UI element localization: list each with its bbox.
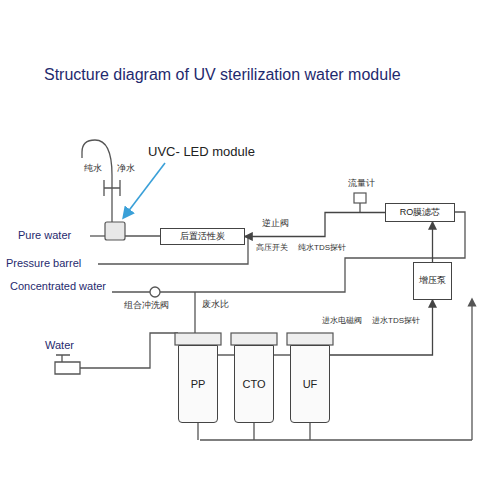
uvc-led-module bbox=[105, 222, 125, 240]
filter-cartridge: 后置活性炭 bbox=[160, 228, 245, 245]
flow-meter-pipe bbox=[359, 203, 360, 212]
pipe-connector bbox=[274, 354, 290, 355]
waste-ratio-pipe bbox=[194, 292, 195, 333]
outlet-label: 净水 bbox=[117, 163, 135, 173]
node-text: CTO bbox=[239, 378, 268, 390]
port-label: Water bbox=[45, 339, 74, 352]
pipe-connector bbox=[218, 354, 234, 355]
node-text: 后置活性炭 bbox=[177, 232, 228, 242]
pipe-connector bbox=[432, 222, 433, 262]
node-text: PP bbox=[188, 378, 209, 390]
filter-housing: UF bbox=[290, 345, 330, 423]
filter-cap bbox=[175, 333, 221, 345]
callout-label: UVC- LED module bbox=[148, 145, 255, 160]
pipe-connector bbox=[330, 300, 433, 355]
membrane-cartridge: RO膜滤芯 bbox=[385, 203, 455, 222]
faucet-spout bbox=[82, 140, 112, 175]
concentrate-pipe bbox=[160, 212, 465, 292]
pure-water-pipe bbox=[90, 235, 105, 236]
part-label: 高压开关 bbox=[256, 243, 288, 252]
filter-drains bbox=[198, 423, 310, 440]
diagram-title: Structure diagram of UV sterilization wa… bbox=[44, 66, 401, 84]
node-text: RO膜滤芯 bbox=[397, 208, 444, 218]
part-label: 流量计 bbox=[348, 178, 375, 188]
part-label: 纯水TDS探针 bbox=[298, 243, 346, 252]
filter-housing: CTO bbox=[234, 345, 274, 423]
port-label: Pure water bbox=[18, 229, 71, 242]
part-label: 进水TDS探针 bbox=[372, 316, 420, 325]
concentrate-outlet bbox=[112, 291, 150, 292]
inlet-tap-handle bbox=[56, 355, 70, 362]
flow-meter bbox=[354, 193, 366, 203]
faucet-handles bbox=[104, 180, 120, 196]
part-label: 废水比 bbox=[202, 299, 229, 309]
bottom-pipe bbox=[200, 439, 472, 440]
pipe-connector bbox=[245, 213, 385, 237]
part-label: 进水电磁阀 bbox=[322, 316, 362, 325]
inlet-pipe bbox=[80, 333, 178, 368]
node-text: UF bbox=[300, 378, 321, 390]
port-label: Concentrated water bbox=[10, 280, 110, 293]
pump-box: 增压泵 bbox=[413, 262, 452, 300]
node-text: 增压泵 bbox=[416, 276, 449, 286]
pipe bbox=[125, 235, 160, 236]
part-label: 逆止阀 bbox=[262, 218, 289, 228]
outlet-label: 纯水 bbox=[84, 163, 102, 173]
port-label: Pressure barrel bbox=[6, 257, 81, 270]
filter-cap bbox=[287, 333, 333, 345]
flush-valve bbox=[150, 287, 160, 297]
faucet-body bbox=[111, 175, 112, 222]
part-label: 组合冲洗阀 bbox=[124, 300, 169, 310]
filter-cap bbox=[231, 333, 277, 345]
filter-housing: PP bbox=[178, 345, 218, 423]
inlet-tap bbox=[55, 362, 80, 374]
return-pipe bbox=[471, 300, 472, 440]
